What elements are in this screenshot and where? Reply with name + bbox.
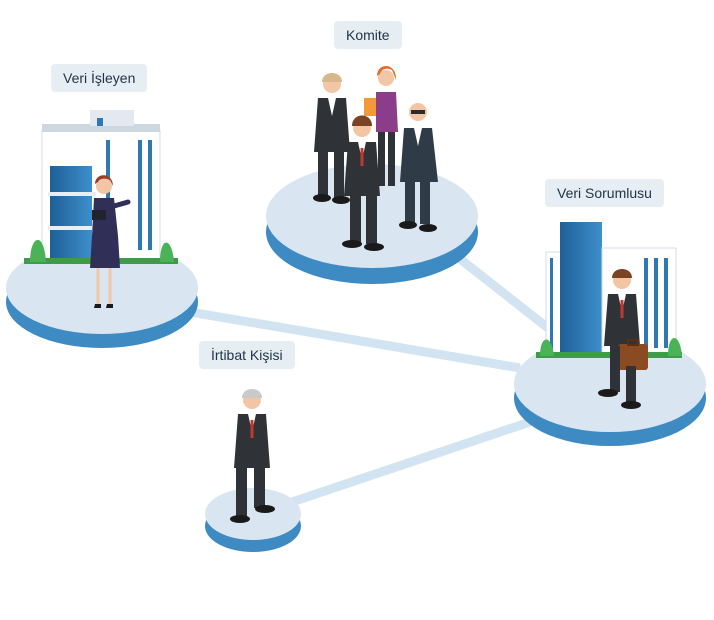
person-veri-sorumlusu — [598, 269, 648, 409]
connector-komite-sorumlusu — [452, 251, 551, 332]
connector-irtibat-sorumlusu — [290, 417, 532, 507]
label-irtibat-kisisi: İrtibat Kişisi — [199, 341, 295, 369]
platform-veri-isleyen — [6, 242, 198, 348]
label-veri-sorumlusu: Veri Sorumlusu — [545, 179, 664, 207]
building-veri-isleyen — [24, 110, 178, 264]
label-veri-isleyen: Veri İşleyen — [51, 64, 148, 92]
connector-isleyen-sorumlusu — [189, 307, 521, 373]
connector-lines — [189, 251, 551, 507]
person-veri-isleyen — [90, 175, 131, 308]
people-komite — [313, 65, 438, 251]
label-komite: Komite — [334, 21, 402, 49]
person-irtibat-kisisi — [230, 389, 275, 523]
platform-irtibat-kisisi — [205, 488, 301, 552]
